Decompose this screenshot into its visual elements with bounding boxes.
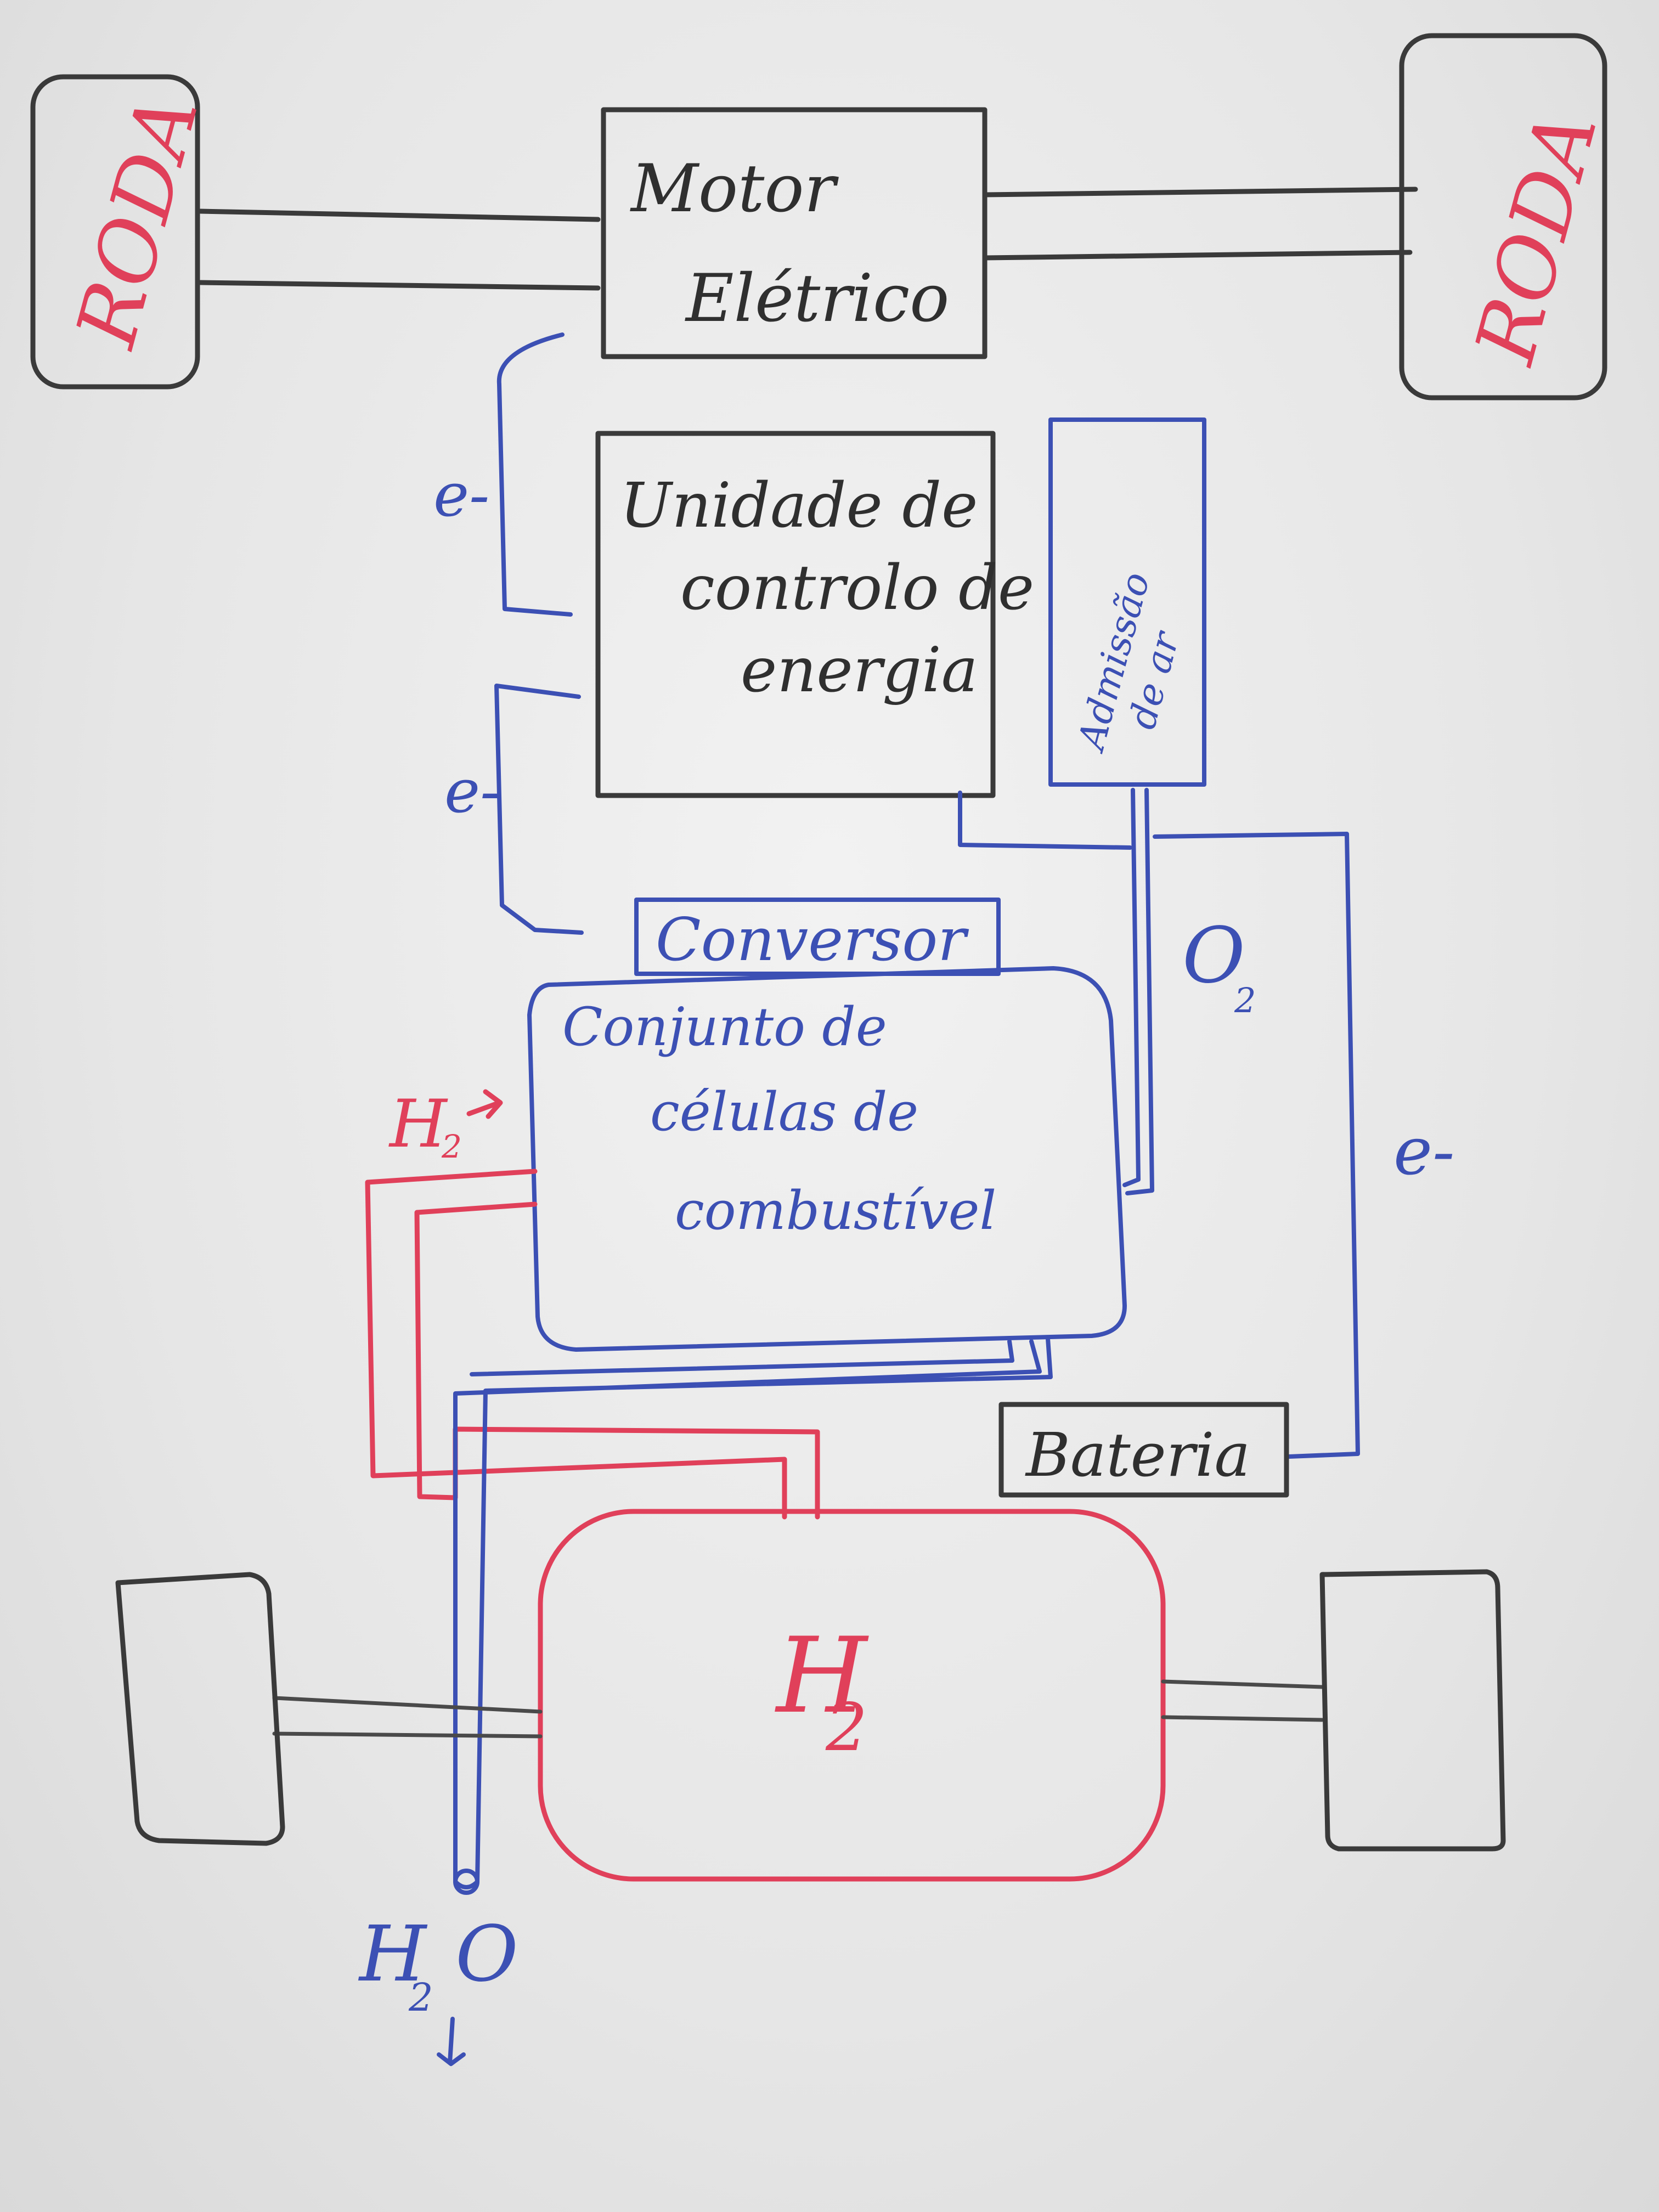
oxygen-line: O 2 bbox=[1122, 788, 1256, 1195]
motor-label-line1: Motor bbox=[630, 151, 839, 227]
electron-label-1: e- bbox=[433, 460, 489, 530]
electric-motor: Motor Elétrico bbox=[601, 107, 988, 359]
converter-label: Conversor bbox=[656, 906, 969, 974]
oxygen-label: O bbox=[1182, 911, 1245, 1001]
hydrogen-tank: H 2 bbox=[538, 1509, 1166, 1882]
down-arrow-icon bbox=[437, 2017, 466, 2066]
oxygen-sub: 2 bbox=[1234, 980, 1256, 1020]
tank-label: H bbox=[775, 1615, 869, 1736]
hydrogen-line: H 2 bbox=[365, 1086, 820, 1520]
front-axle bbox=[198, 187, 1418, 291]
control-unit-line1: Unidade de bbox=[620, 470, 978, 541]
control-unit-line2: controlo de bbox=[680, 552, 1034, 624]
wheel-front-right: RODA bbox=[1399, 33, 1616, 400]
fuel-cells-line2: células de bbox=[650, 1081, 918, 1143]
motor-label-line2: Elétrico bbox=[685, 261, 949, 337]
tank-label-sub: 2 bbox=[825, 1690, 867, 1766]
hydrogen-in-label: H bbox=[388, 1086, 448, 1163]
hydrogen-in-sub: 2 bbox=[441, 1128, 462, 1165]
rear-axle bbox=[272, 1679, 1324, 1739]
control-unit-line3: energia bbox=[741, 635, 978, 706]
wheel-rear-left bbox=[115, 1572, 285, 1846]
converter: Conversor bbox=[634, 898, 1001, 976]
wheel-front-left: RODA bbox=[30, 74, 217, 390]
wheel-front-right-label: RODA bbox=[1457, 102, 1616, 375]
water-exhaust: H 2 O bbox=[358, 1336, 1053, 2066]
wheel-front-left-label: RODA bbox=[58, 86, 217, 358]
electron-wire-converter: e- bbox=[444, 684, 584, 935]
wheel-rear-right bbox=[1319, 1569, 1506, 1852]
battery-electron-line: e- bbox=[958, 791, 1455, 1459]
electron-wire-motor: e- bbox=[433, 332, 573, 617]
water-label-h: H bbox=[358, 1910, 428, 1999]
fuel-cells-line1: Conjunto de bbox=[562, 996, 887, 1058]
fuel-cell-stack: Conjunto de células de combustível bbox=[527, 966, 1127, 1352]
battery: Bateria bbox=[998, 1402, 1289, 1498]
air-intake: Admissão de ar bbox=[1048, 417, 1206, 787]
energy-control-unit: Unidade de controlo de energia bbox=[595, 431, 1034, 798]
water-label-o: O bbox=[455, 1910, 518, 1999]
electron-label-3: e- bbox=[1393, 1114, 1455, 1190]
electron-label-2: e- bbox=[444, 756, 500, 826]
fuel-cells-line3: combustível bbox=[675, 1180, 996, 1242]
water-label-sub: 2 bbox=[408, 1975, 433, 2020]
battery-label: Bateria bbox=[1025, 1420, 1250, 1490]
